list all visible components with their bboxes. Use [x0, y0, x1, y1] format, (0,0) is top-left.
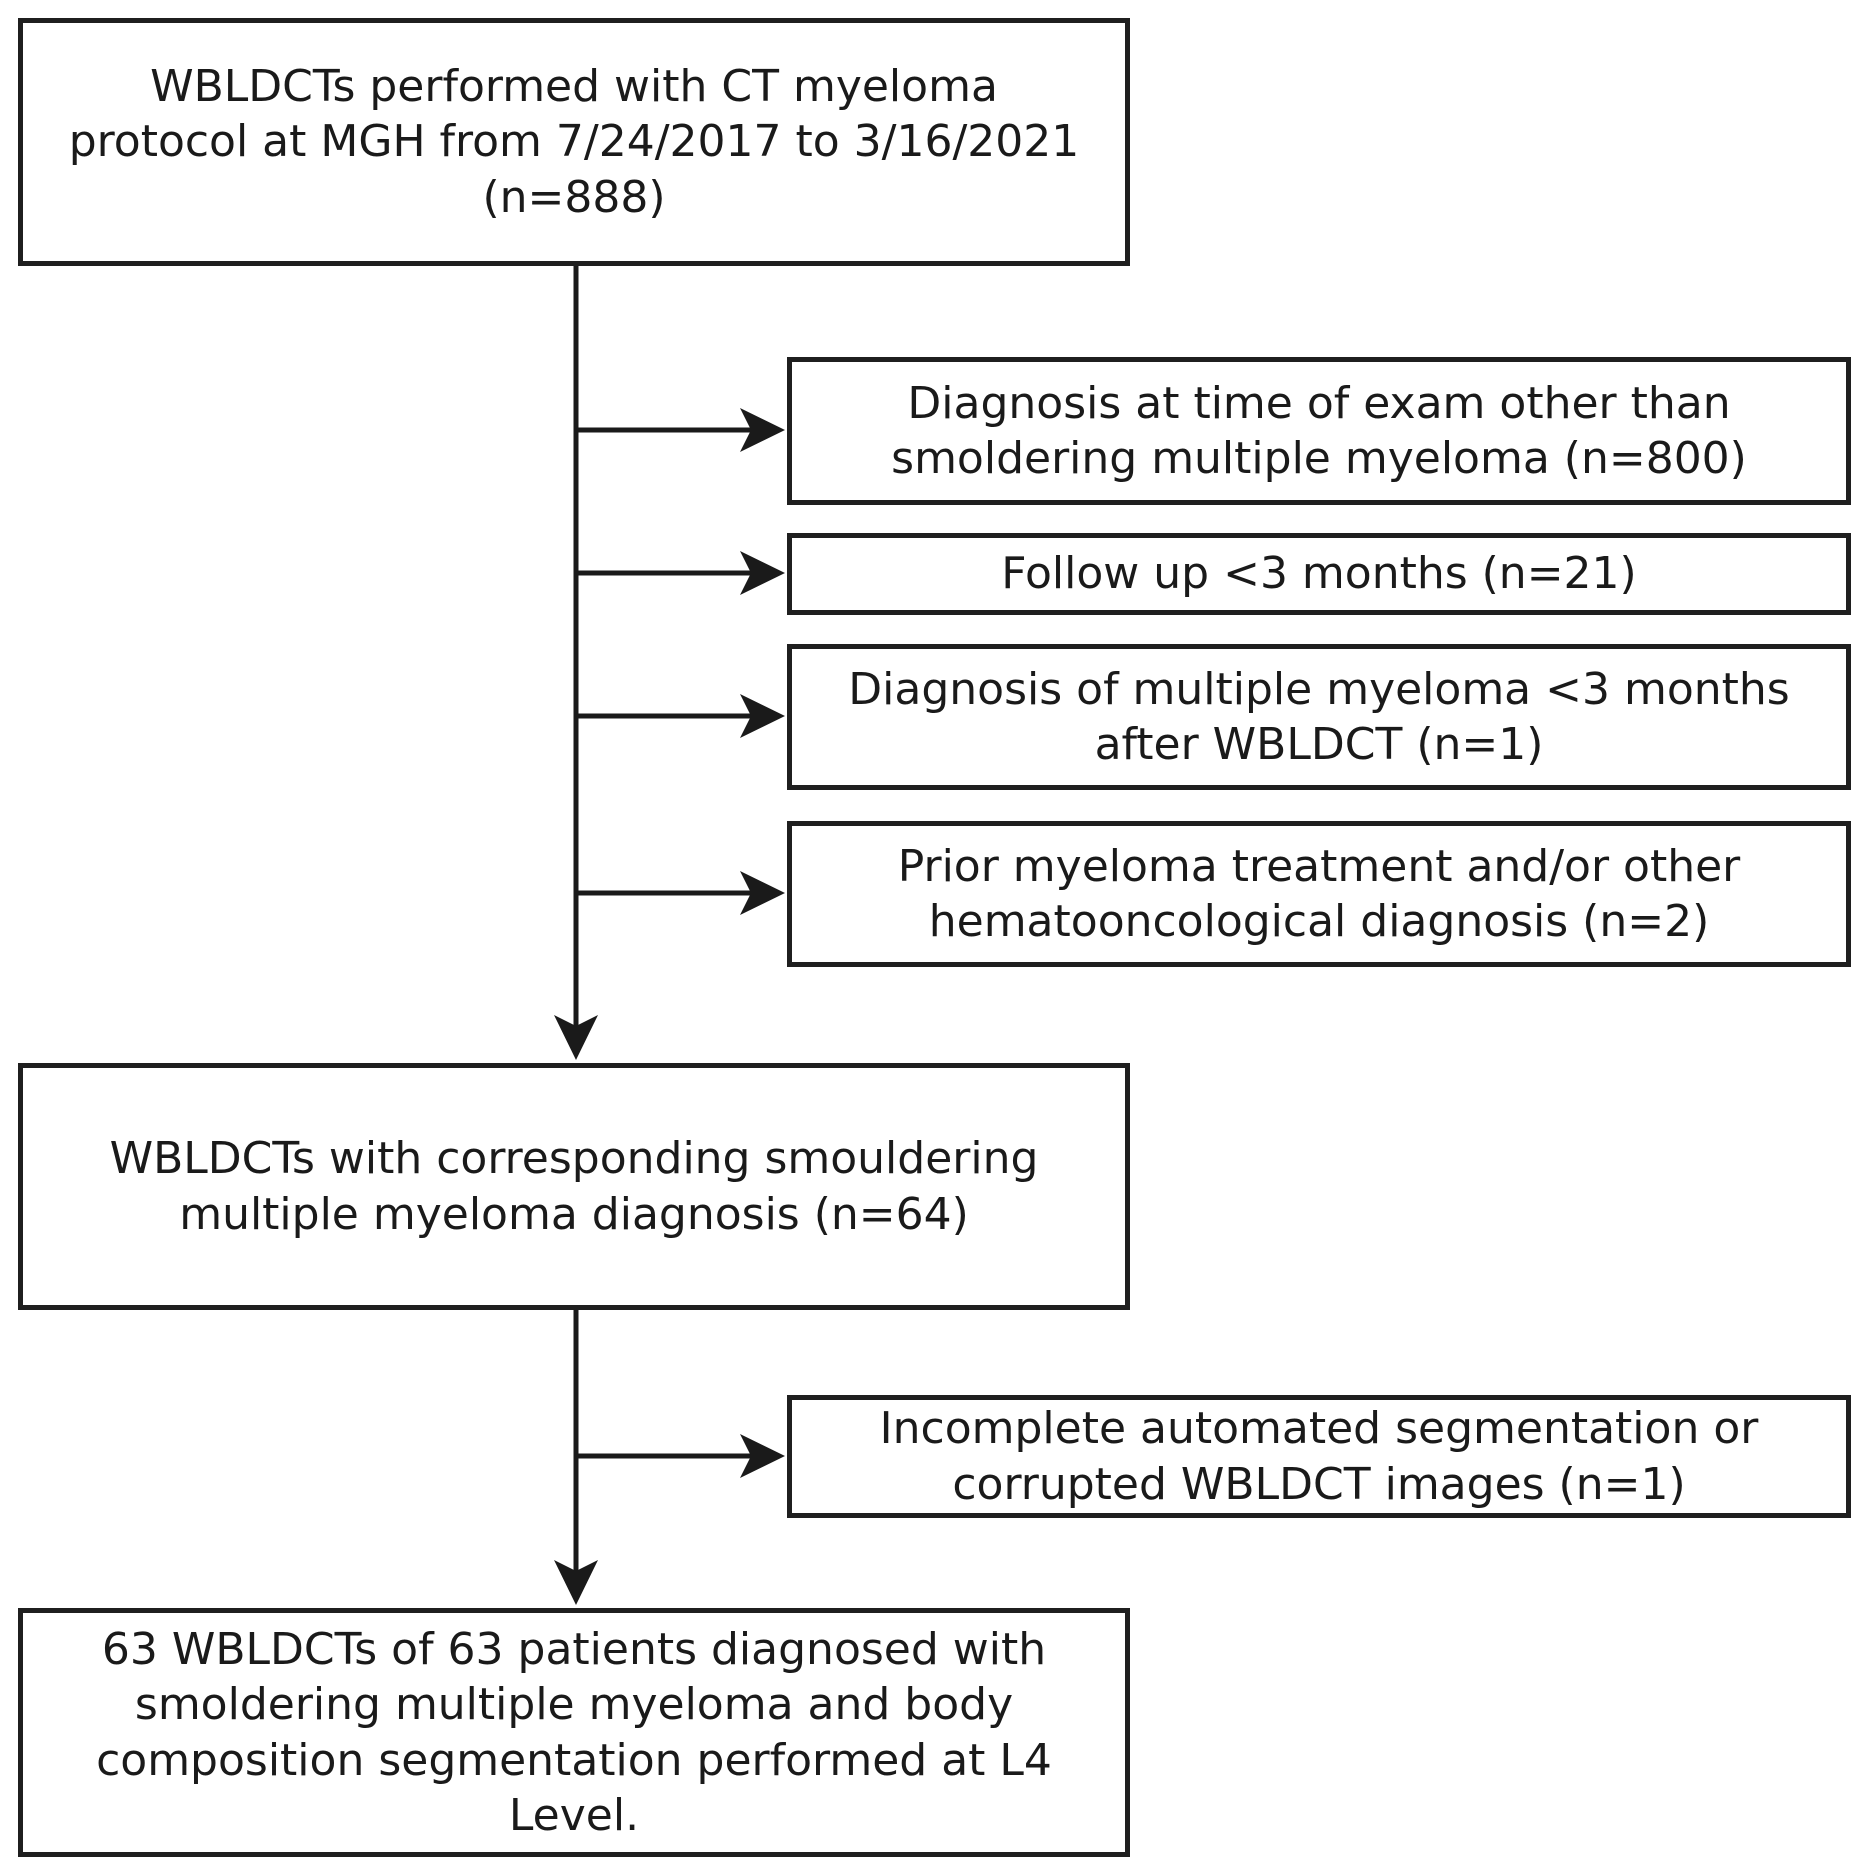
flow-box-smm-cohort: WBLDCTs with corresponding smouldering m…: [18, 1063, 1130, 1310]
flow-box-initial-cohort-text: WBLDCTs performed with CT myeloma protoc…: [68, 60, 1080, 223]
flow-box-exclusion-mm-within-3mo: Diagnosis of multiple myeloma <3 months …: [787, 644, 1851, 790]
arrowhead-exclusion-4: [740, 871, 785, 915]
flow-box-exclusion-followup-text: Follow up <3 months (n=21): [1001, 548, 1637, 600]
flow-box-exclusion-segmentation: Incomplete automated segmentation or cor…: [787, 1395, 1851, 1518]
flow-box-exclusion-followup: Follow up <3 months (n=21): [787, 533, 1851, 615]
arrowhead-exclusion-1: [740, 408, 785, 452]
arrowhead-down-final: [554, 1560, 598, 1605]
flow-box-initial-cohort: WBLDCTs performed with CT myeloma protoc…: [18, 18, 1130, 266]
flow-box-smm-cohort-text: WBLDCTs with corresponding smouldering m…: [109, 1133, 1039, 1240]
flow-box-final-cohort: 63 WBLDCTs of 63 patients diagnosed with…: [18, 1608, 1130, 1857]
flow-box-exclusion-segmentation-text: Incomplete automated segmentation or cor…: [879, 1403, 1759, 1510]
flow-box-exclusion-prior-treatment: Prior myeloma treatment and/or other hem…: [787, 821, 1851, 967]
flow-box-final-cohort-text: 63 WBLDCTs of 63 patients diagnosed with…: [96, 1623, 1052, 1841]
flow-box-exclusion-other-diagnosis-text: Diagnosis at time of exam other than smo…: [891, 377, 1747, 484]
arrowhead-exclusion-2: [740, 551, 785, 595]
arrowhead-exclusion-5: [740, 1434, 785, 1478]
flow-box-exclusion-mm-within-3mo-text: Diagnosis of multiple myeloma <3 months …: [848, 663, 1790, 770]
arrowhead-down-cohort: [554, 1015, 598, 1060]
arrowhead-exclusion-3: [740, 694, 785, 738]
flow-box-exclusion-prior-treatment-text: Prior myeloma treatment and/or other hem…: [897, 840, 1741, 947]
flow-box-exclusion-other-diagnosis: Diagnosis at time of exam other than smo…: [787, 357, 1851, 505]
